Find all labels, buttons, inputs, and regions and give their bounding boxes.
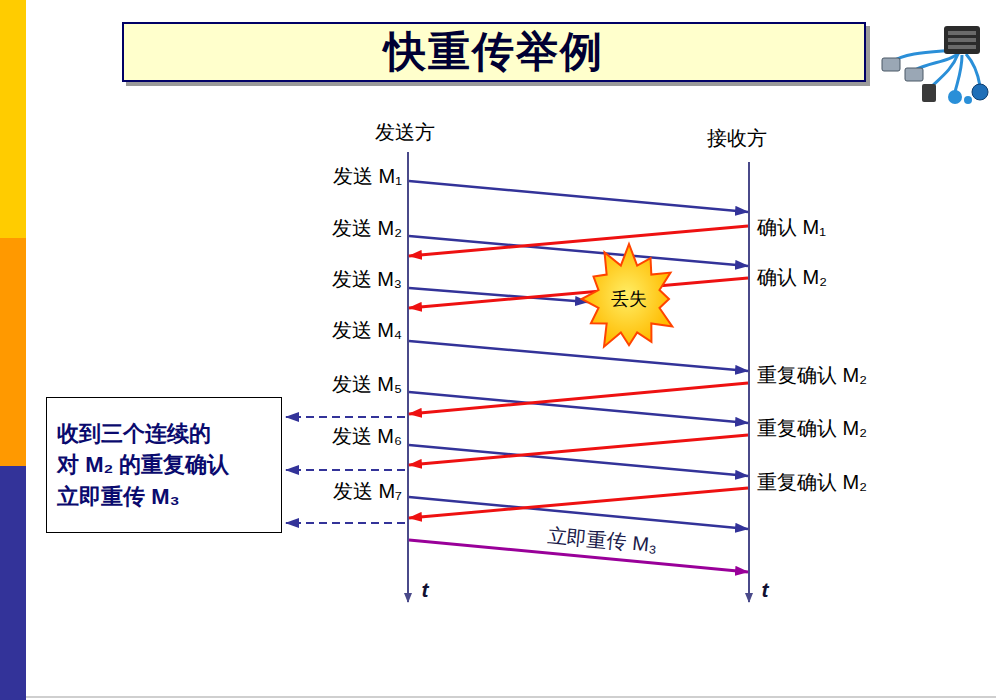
send-label: 发送 M₁: [333, 164, 402, 188]
sender-timeline: [407, 152, 409, 602]
dashed-pointer: [286, 469, 405, 471]
loss-burst: 丢失: [578, 243, 680, 355]
side-strip: [0, 0, 26, 238]
device-icon: [948, 90, 962, 104]
send-label: 发送 M₆: [332, 424, 402, 448]
icon-link: [930, 54, 958, 88]
segment-arrow: [409, 392, 748, 423]
callout-text: 收到三个连续的 对 M₂ 的重复确认 立即重传 M₃: [57, 418, 229, 512]
segment-arrow: [409, 181, 748, 212]
ack-arrow: [409, 435, 748, 465]
dup-ack-label: 重复确认 M₂: [757, 363, 867, 387]
icon-link: [955, 55, 962, 92]
party-name: 发送方: [375, 120, 435, 144]
dup-ack-label: 重复确认 M₂: [757, 416, 867, 440]
segment-arrow: [409, 341, 748, 371]
time-axis-label: t: [762, 577, 769, 602]
ack-label: 确认 M₂: [757, 265, 827, 289]
title-text: 快重传举例: [384, 24, 604, 80]
send-label: 发送 M₃: [332, 267, 402, 291]
computer-icon: [905, 68, 923, 81]
dashed-pointer: [286, 522, 405, 524]
send-label: 发送 M₅: [332, 372, 402, 396]
retransmit-label: 立即重传 M₃: [546, 523, 658, 557]
side-strip: [0, 238, 26, 466]
party-name: 接收方: [707, 126, 767, 150]
dashed-pointer: [286, 416, 405, 418]
server-slot: [948, 38, 976, 42]
send-label: 发送 M₇: [333, 479, 402, 503]
server-slot: [948, 31, 976, 35]
device-icon: [964, 96, 972, 104]
send-label: 发送 M₄: [332, 318, 402, 342]
ack-arrow: [409, 226, 748, 256]
ack-arrow: [409, 488, 748, 518]
icon-link: [966, 54, 980, 86]
computer-icon: [922, 84, 936, 102]
device-icon: [972, 84, 988, 100]
server-icon: [944, 26, 980, 54]
send-label: 发送 M₂: [332, 216, 402, 240]
dup-ack-label: 重复确认 M₂: [757, 470, 867, 494]
bottom-rule: [26, 696, 996, 698]
time-axis-label: t: [422, 577, 429, 602]
burst-shape: [582, 244, 673, 347]
server-slot: [948, 45, 976, 49]
loss-text: 丢失: [611, 287, 647, 311]
computer-icon: [882, 58, 900, 71]
side-strip: [0, 466, 26, 700]
network-icon: [882, 26, 988, 104]
callout-box: 收到三个连续的 对 M₂ 的重复确认 立即重传 M₃: [46, 397, 282, 533]
ack-label: 确认 M₁: [757, 215, 826, 239]
title-box: 快重传举例: [122, 22, 866, 82]
receiver-timeline: [748, 162, 750, 602]
ack-arrow: [409, 383, 748, 414]
ack-arrow: [409, 278, 748, 308]
